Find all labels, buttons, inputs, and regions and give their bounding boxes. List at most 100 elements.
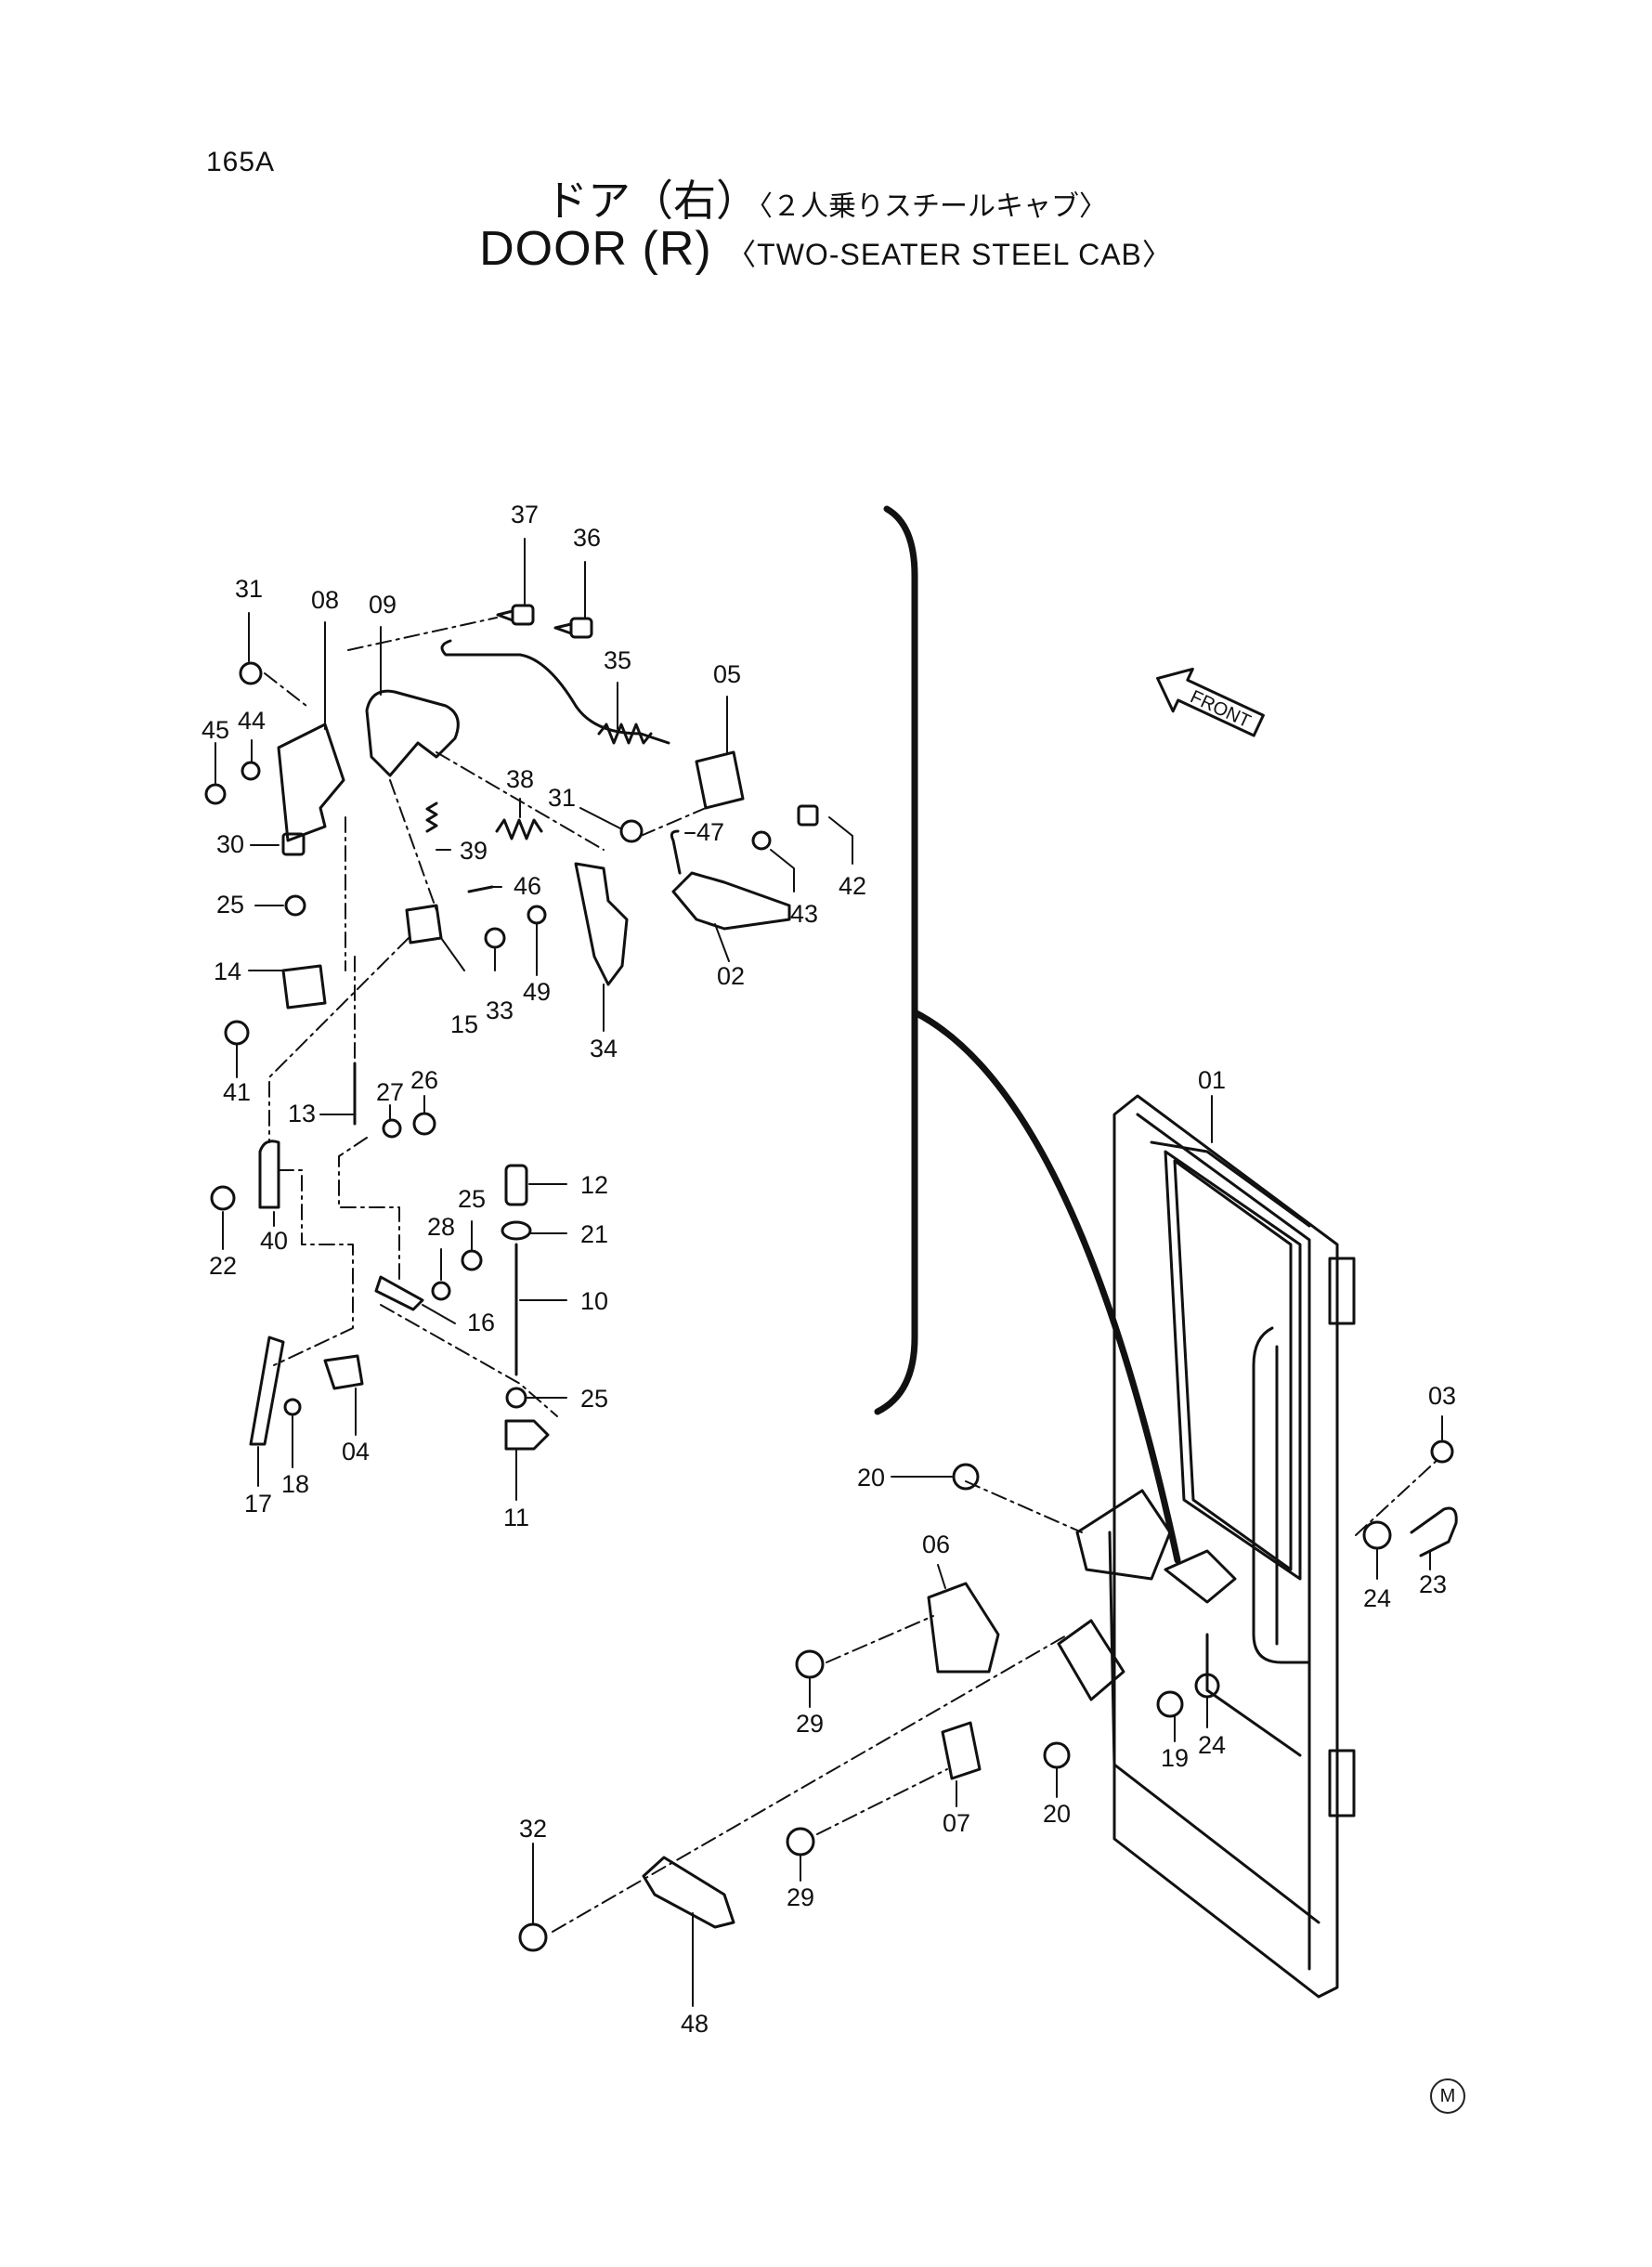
callout-24b: 24 xyxy=(1198,1731,1226,1759)
title-japanese-main: ドア（右） xyxy=(545,176,759,226)
front-arrow-icon xyxy=(1156,667,1265,737)
callout-21: 21 xyxy=(580,1220,608,1248)
part-nut-25a xyxy=(284,894,306,917)
footer-mark: M xyxy=(1430,2078,1465,2114)
part-bolt-41 xyxy=(224,1020,250,1046)
part-nut-24b xyxy=(1362,1520,1392,1550)
part-clip-28 xyxy=(431,1281,451,1301)
part-nut-25b xyxy=(461,1249,483,1271)
callout-32: 32 xyxy=(519,1815,547,1843)
callout-13: 13 xyxy=(288,1100,316,1127)
part-bushing-21 xyxy=(501,1220,532,1241)
part-link-40 xyxy=(258,1140,280,1209)
callout-24a: 24 xyxy=(1363,1584,1391,1612)
part-bolt-42 xyxy=(797,804,819,827)
group-bracket xyxy=(874,505,918,1415)
callout-29a: 29 xyxy=(796,1710,824,1738)
title-english: DOOR (R) 〈TWO-SEATER STEEL CAB〉 xyxy=(0,221,1652,277)
alignment-lines xyxy=(264,617,1440,1933)
callout-25a: 25 xyxy=(216,891,244,919)
part-latch-34 xyxy=(574,862,629,986)
assembly-connector xyxy=(911,1009,1181,1564)
part-grommet-19 xyxy=(1156,1690,1184,1718)
callout-27: 27 xyxy=(376,1078,404,1106)
part-catch-04 xyxy=(323,1354,364,1390)
callout-05: 05 xyxy=(713,660,741,688)
part-washer-27 xyxy=(382,1118,402,1139)
part-bolt-36 xyxy=(553,617,593,639)
callout-41: 41 xyxy=(223,1078,251,1106)
part-bolt-37 xyxy=(496,604,535,626)
part-lever-17 xyxy=(249,1335,285,1446)
page-number: 165A xyxy=(206,147,276,177)
title-japanese-sub: 〈２人乗りスチールキャブ〉 xyxy=(759,190,1107,223)
part-block-15 xyxy=(405,904,443,945)
callout-11: 11 xyxy=(503,1504,529,1531)
callout-25c: 25 xyxy=(580,1385,608,1413)
callout-26: 26 xyxy=(410,1066,438,1094)
callout-20b: 20 xyxy=(1043,1800,1071,1828)
callout-15: 15 xyxy=(450,1010,478,1038)
part-link-16 xyxy=(374,1275,424,1311)
callout-31: 31 xyxy=(235,575,263,603)
part-bolt-31b xyxy=(619,819,644,843)
callout-08: 08 xyxy=(311,586,339,614)
title-japanese: ドア（右）〈２人乗りスチールキャブ〉 xyxy=(0,167,1652,228)
callout-38: 38 xyxy=(506,765,534,793)
callout-40: 40 xyxy=(260,1227,288,1255)
callout-04: 04 xyxy=(342,1438,370,1466)
part-cap-03 xyxy=(1430,1440,1454,1464)
part-spring-39 xyxy=(425,801,438,833)
callout-14: 14 xyxy=(214,958,241,985)
part-washer-43 xyxy=(751,830,772,851)
callout-12: 12 xyxy=(580,1171,608,1199)
part-grip-48 xyxy=(642,1856,735,1929)
part-nut-45 xyxy=(204,783,227,805)
part-bolt-12 xyxy=(504,1164,528,1206)
callout-03: 03 xyxy=(1428,1382,1456,1410)
callout-34: 34 xyxy=(590,1035,618,1062)
callout-22: 22 xyxy=(209,1252,237,1280)
callout-39: 39 xyxy=(460,837,488,865)
callout-45: 45 xyxy=(202,716,229,744)
callout-10: 10 xyxy=(580,1287,608,1315)
part-bolt-30 xyxy=(281,832,306,856)
part-plate-05 xyxy=(695,750,745,810)
callout-37: 37 xyxy=(511,501,539,528)
part-grommet-20a xyxy=(952,1463,980,1491)
callout-02: 02 xyxy=(717,962,745,990)
part-washer-44 xyxy=(241,761,261,781)
part-cover-07 xyxy=(941,1721,982,1780)
callout-28: 28 xyxy=(427,1213,455,1241)
callout-20a: 20 xyxy=(857,1464,885,1492)
leader-lines xyxy=(215,538,1443,2007)
title-english-main: DOOR (R) xyxy=(479,222,712,276)
part-clip-49 xyxy=(527,905,547,925)
callout-48: 48 xyxy=(681,2010,709,2038)
part-bolt-31a xyxy=(239,661,263,685)
part-pin-47 xyxy=(670,829,682,875)
part-nut-25c xyxy=(505,1387,527,1409)
part-elbow-11 xyxy=(504,1419,550,1451)
callout-47: 47 xyxy=(696,818,724,846)
callout-33: 33 xyxy=(486,997,514,1024)
callout-29b: 29 xyxy=(787,1883,814,1911)
callout-18: 18 xyxy=(281,1470,309,1498)
callout-31b: 31 xyxy=(548,784,576,812)
part-cover-06 xyxy=(927,1582,1000,1674)
title-english-sub: 〈TWO-SEATER STEEL CAB〉 xyxy=(726,238,1173,271)
callout-35: 35 xyxy=(604,646,631,674)
part-screw-29a xyxy=(795,1649,825,1679)
callout-17: 17 xyxy=(244,1490,272,1518)
part-bolt-32 xyxy=(518,1922,548,1952)
part-spring-35 xyxy=(597,723,653,745)
callout-09: 09 xyxy=(369,591,397,619)
callout-01: 01 xyxy=(1198,1066,1226,1094)
part-screw-29b xyxy=(786,1827,815,1857)
callout-42: 42 xyxy=(839,872,866,900)
part-clip-18 xyxy=(283,1398,302,1416)
callout-06: 06 xyxy=(922,1531,950,1558)
door-panel xyxy=(1057,1094,1356,1999)
front-arrow-label: FRONT xyxy=(1187,686,1254,732)
